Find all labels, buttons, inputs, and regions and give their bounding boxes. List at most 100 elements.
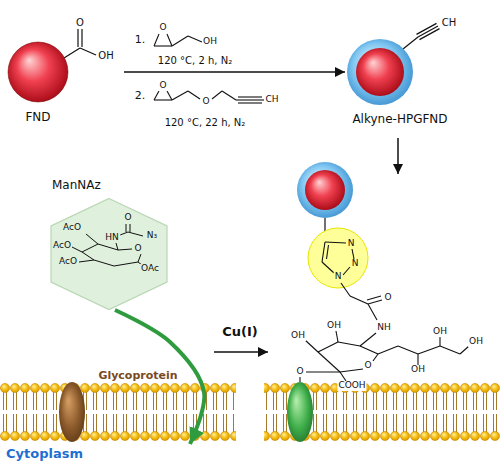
triazole-ring [322, 262, 334, 273]
mannaz-structure [138, 254, 141, 262]
mannaz-structure [79, 260, 94, 262]
mannaz-structure [72, 224, 143, 266]
reaction-arrow [214, 351, 268, 353]
reaction-condition: 120 °C, 2 h, N₂ [157, 55, 233, 66]
atom-label: NH [376, 323, 392, 333]
mannaz-structure [130, 224, 131, 232]
atom-label: OH [202, 37, 218, 47]
propargyl-ether-structure [238, 102, 262, 103]
glycidol-structure [154, 34, 159, 46]
sialic-acid-structure [440, 346, 460, 354]
sialic-acid-structure [350, 296, 368, 304]
triazole-ring [308, 228, 368, 288]
step-number: 1. [134, 34, 147, 46]
glycidol-structure [188, 36, 202, 42]
glycidol-structure [172, 36, 188, 46]
atom-label: N [351, 259, 360, 269]
atom-label: OH [410, 365, 426, 375]
propargyl-ether-structure [212, 91, 222, 99]
catalyst-label: Cu(I) [221, 325, 259, 339]
propargyl-ether-structure [167, 91, 172, 100]
mannaz-structure [116, 243, 118, 250]
node-label: Cytoplasm [6, 446, 83, 462]
sialic-acid-structure [367, 296, 381, 300]
particle-sphere: Alkyne-HPGFND [345, 37, 465, 132]
atom-label: O [158, 81, 167, 91]
propargyl-ether-structure [154, 99, 172, 100]
glycidol-structure [167, 34, 172, 46]
glycidol-structure [154, 34, 202, 46]
atom-label: OAc [140, 264, 160, 274]
atom-label: OH [290, 331, 306, 341]
cell-membrane [264, 382, 500, 442]
sialic-acid-structure [368, 300, 382, 304]
atom-label: O [295, 367, 304, 377]
sialic-acid-structure [398, 346, 418, 354]
sialic-acid-structure [340, 369, 363, 372]
atom-label: OH [432, 327, 448, 337]
sialic-acid-structure [318, 342, 338, 352]
alkyne-group [403, 23, 440, 49]
carboxyl-group [64, 29, 96, 58]
propargyl-ether-structure [238, 96, 262, 97]
carboxyl-group [77, 29, 78, 47]
node-label: Alkyne-HPGFND [352, 112, 447, 126]
hexagon-outline [51, 199, 167, 310]
atom-label: O [201, 97, 210, 107]
propargyl-ether-structure [154, 91, 159, 100]
triazole-ring [327, 245, 329, 259]
atom-label: O [133, 244, 142, 254]
reaction-arrow [397, 138, 399, 174]
mannaz-structure [118, 249, 132, 250]
triazole-ring [352, 249, 354, 259]
nanodiamond-sphere [8, 42, 68, 102]
atom-label: O [363, 361, 372, 371]
atom-label: O [158, 23, 167, 33]
sialic-acid-structure [360, 346, 378, 354]
propargyl-ether-structure [236, 99, 264, 100]
atom-label: OH [468, 337, 484, 347]
sialic-acid-structure [418, 346, 440, 354]
atom-label: HN [104, 233, 120, 243]
glycoprotein-shape [59, 382, 85, 442]
atom-label: N [334, 272, 343, 282]
alkyne-group [417, 23, 437, 34]
propargyl-ether-structure [188, 91, 200, 99]
propargyl-ether-structure [172, 91, 188, 100]
sialic-acid-structure [300, 283, 469, 382]
mannaz-structure [120, 232, 128, 235]
carboxyl-group [81, 29, 82, 47]
sialic-acid-structure [378, 346, 398, 354]
mannaz-structure [72, 247, 82, 252]
reaction-condition: 120 °C, 22 h, N₂ [164, 117, 247, 128]
mannaz-structure [128, 232, 143, 236]
sialic-acid-structure [338, 342, 360, 346]
atom-label: O [123, 213, 132, 223]
propargyl-ether-structure [222, 91, 236, 100]
atom-label: N [347, 239, 356, 249]
sialic-acid-structure [336, 331, 338, 342]
mannaz-structure [82, 252, 94, 260]
sialic-acid-structure [368, 304, 377, 320]
node-label: FND [25, 110, 50, 124]
mannaz-structure [126, 224, 127, 232]
reaction-arrow [124, 71, 345, 73]
nanodiamond-sphere [356, 48, 404, 96]
triazole-ring [308, 228, 368, 288]
mannaz-structure [98, 244, 118, 250]
conjugated-particle [297, 162, 353, 218]
node-label: ManNAz [52, 178, 101, 192]
glycoprotein-shape [287, 382, 313, 442]
mannaz-structure [114, 262, 138, 266]
region-band: Cytoplasm [0, 444, 236, 466]
alkyne-group [403, 37, 418, 49]
sialic-acid-structure [318, 352, 340, 372]
sialic-acid-structure [439, 337, 440, 346]
atom-label: AcO [52, 241, 72, 251]
mannaz-structure [82, 244, 98, 252]
sialic-acid-structure [460, 346, 469, 354]
